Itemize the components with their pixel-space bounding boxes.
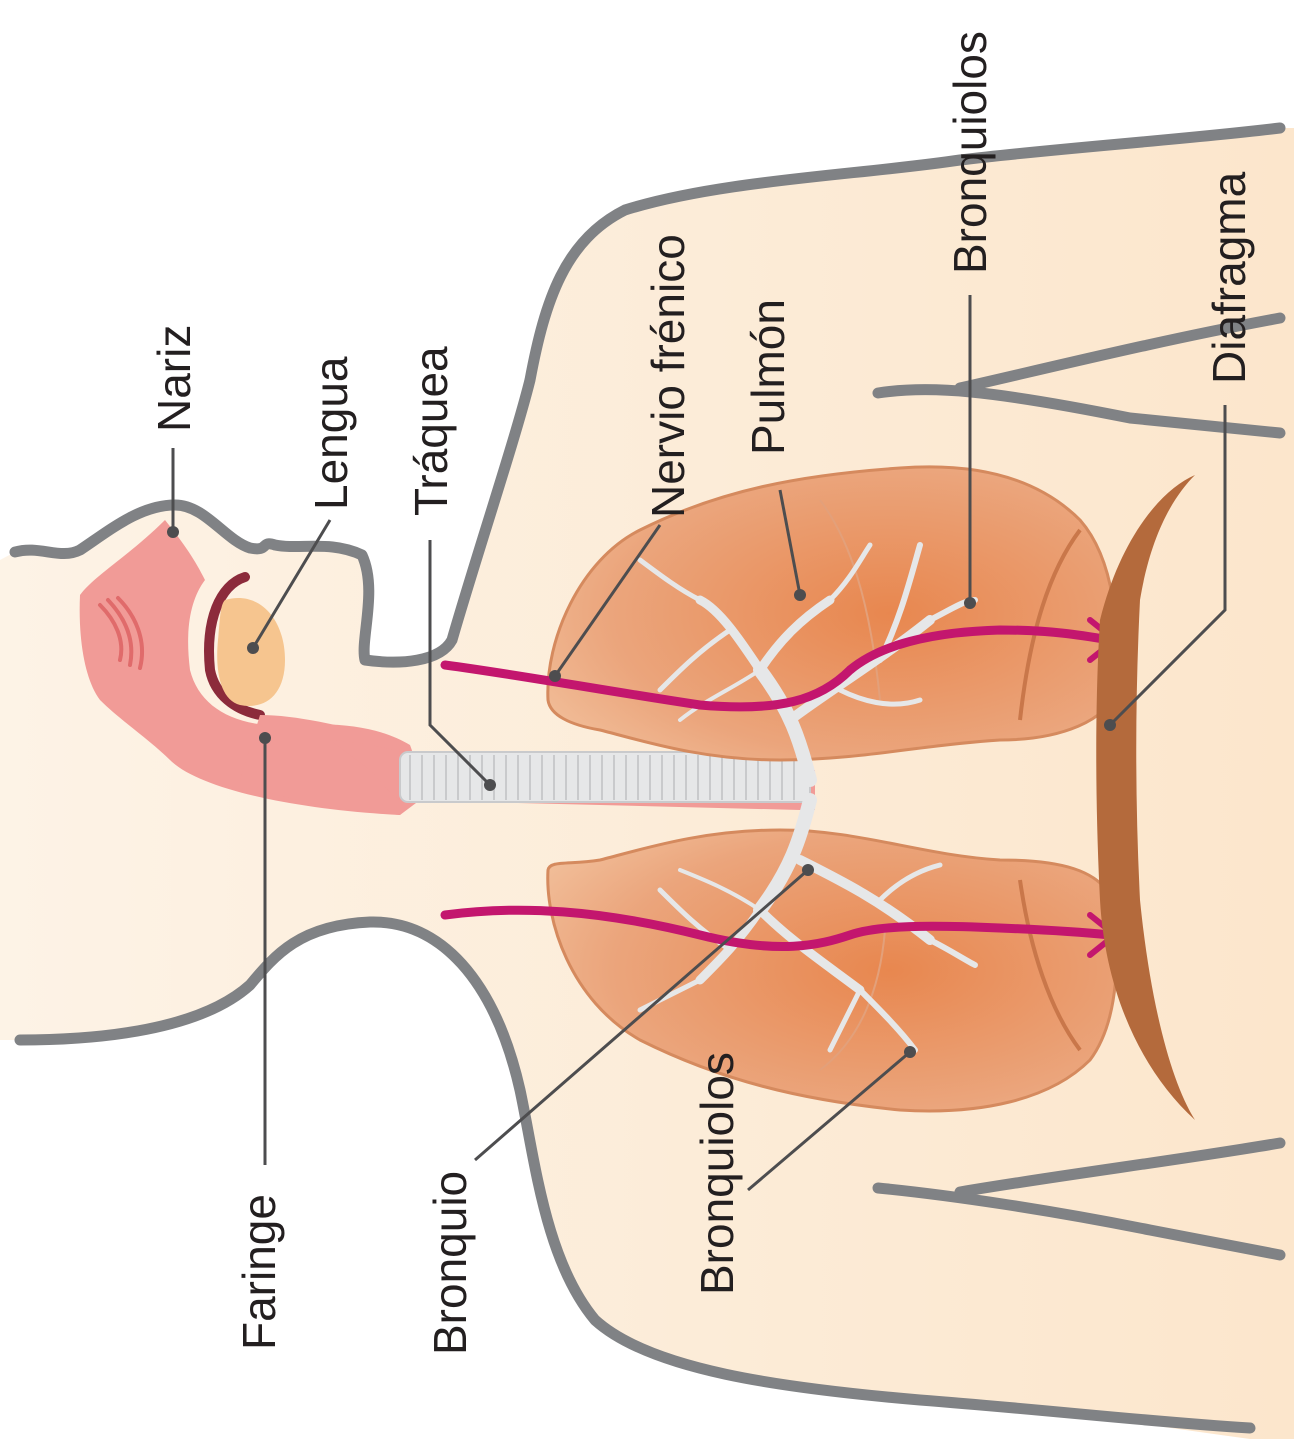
label-nose: Nariz: [148, 325, 200, 432]
label-trachea: Tráquea: [405, 346, 457, 516]
label-diaphragm: Diafragma: [1203, 171, 1255, 384]
label-lung: Pulmón: [742, 299, 794, 455]
label-phrenic-nerve: Nervio frénico: [642, 234, 694, 518]
label-bronchioles-top: Bronquiolos: [944, 31, 996, 274]
label-bronchus: Bronquio: [424, 1171, 476, 1355]
label-pharynx: Faringe: [233, 1194, 285, 1350]
label-tongue: Lengua: [305, 356, 357, 510]
label-bronchioles-bottom: Bronquiolos: [691, 1052, 743, 1295]
